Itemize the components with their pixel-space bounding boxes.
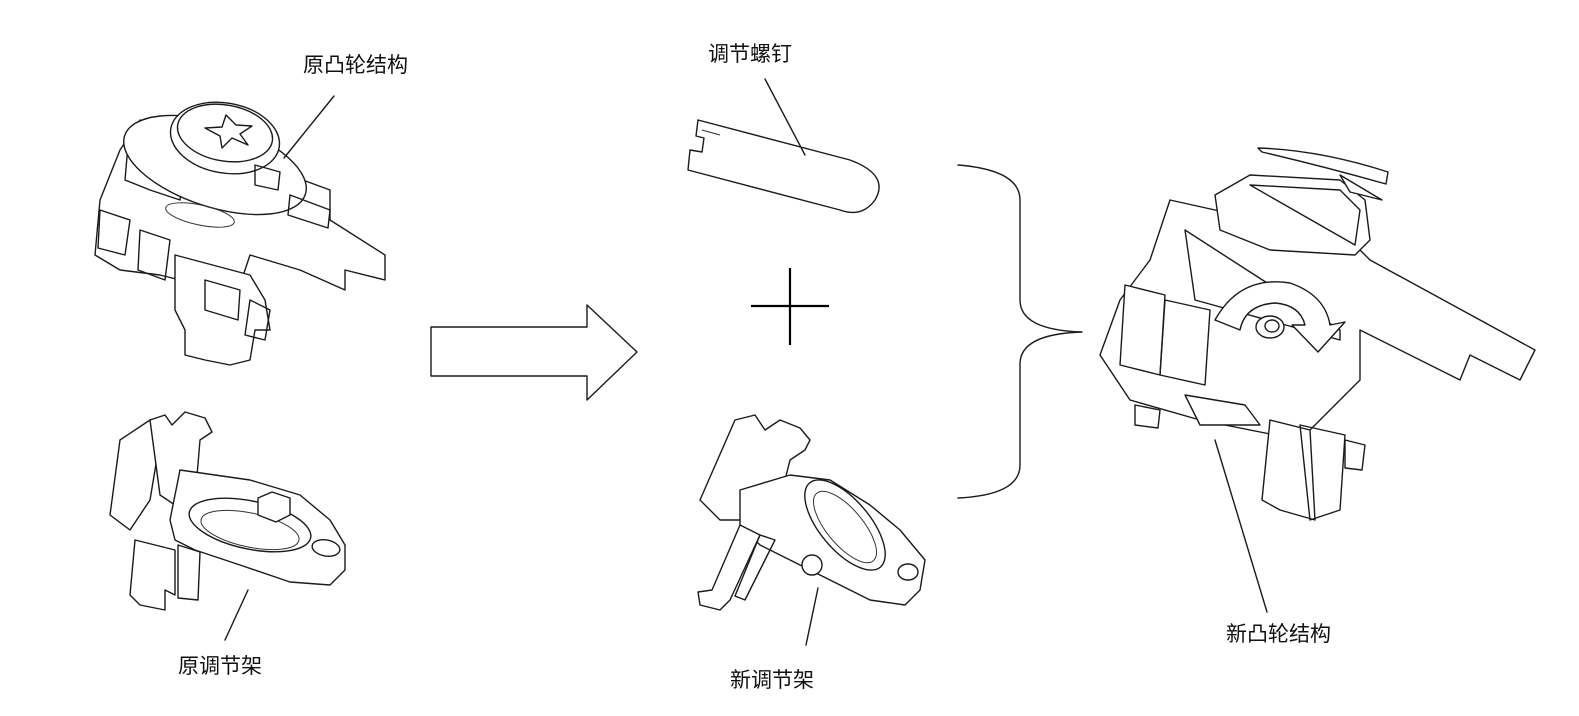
plus-sign bbox=[751, 268, 829, 345]
new-cam-leader-line bbox=[1214, 439, 1268, 613]
new-bracket bbox=[697, 414, 926, 611]
grouping-brace bbox=[957, 164, 1083, 499]
original-bracket bbox=[109, 411, 346, 611]
original-bracket-leader-line bbox=[224, 589, 249, 641]
adjusting-screw bbox=[687, 119, 880, 214]
label-original-cam: 原凸轮结构 bbox=[303, 53, 408, 77]
label-adjusting-screw: 调节螺钉 bbox=[708, 42, 792, 66]
new-cam-structure bbox=[1099, 147, 1536, 521]
transform-arrow bbox=[430, 304, 638, 401]
adjusting-screw-leader-line bbox=[764, 78, 806, 156]
label-new-bracket: 新调节架 bbox=[730, 668, 814, 692]
label-original-bracket: 原调节架 bbox=[178, 654, 262, 678]
label-new-cam: 新凸轮结构 bbox=[1226, 622, 1331, 646]
original-cam-leader-line bbox=[283, 95, 335, 159]
original-cam-structure bbox=[94, 101, 386, 366]
new-bracket-leader-line bbox=[805, 587, 819, 646]
